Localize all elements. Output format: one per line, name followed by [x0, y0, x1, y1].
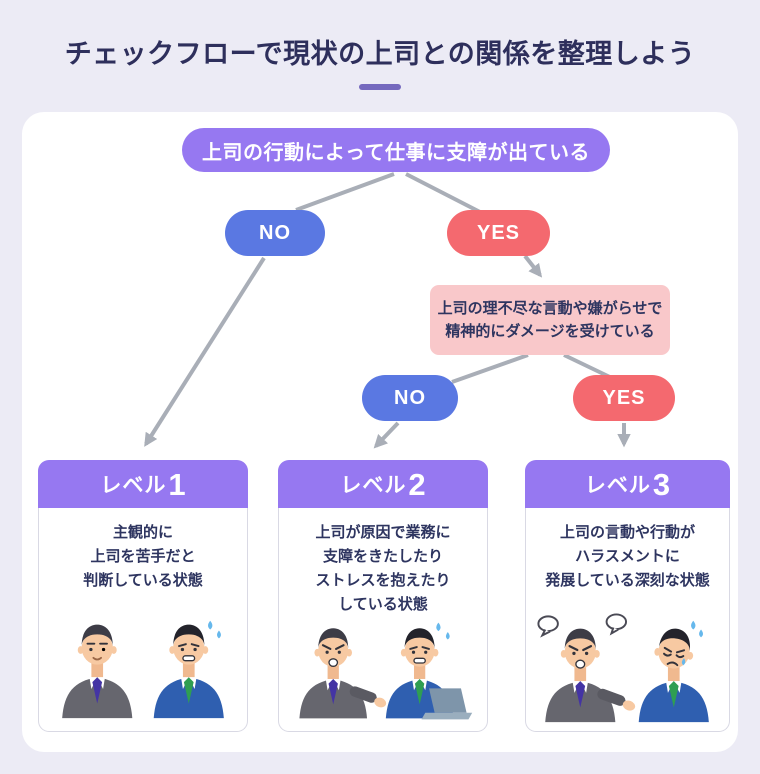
boss-figure	[299, 628, 387, 719]
boss-figure	[62, 624, 133, 719]
boss-figure	[544, 628, 635, 723]
flow-question-root: 上司の行動によって仕事に支障が出ている	[182, 128, 610, 172]
worker-figure	[153, 620, 224, 719]
pointing-arm	[596, 688, 635, 711]
level-3-body: 上司の言動や行動が ハラスメントに 発展している深刻な状態	[525, 508, 730, 732]
answer-yes-2: YES	[573, 375, 675, 421]
sweat-drops-icon	[436, 622, 450, 640]
worker-figure	[638, 620, 709, 723]
answer-no-2: NO	[362, 375, 458, 421]
level-1-number: 1	[168, 466, 186, 502]
boss-yelling-at-crying-worker-illustration	[536, 613, 709, 723]
bowed-head	[653, 628, 693, 669]
level-2-number: 2	[408, 466, 426, 502]
level-1-description: 主観的に 上司を苦手だと 判断している状態	[83, 524, 203, 589]
answer-yes-1: YES	[447, 210, 550, 256]
laptop-icon	[421, 688, 473, 720]
level-2-description: 上司が原因で業務に 支障をきたしたり ストレスを抱えたり している状態	[315, 524, 451, 613]
connector-yes1-to-question2	[523, 254, 543, 278]
flow-question-second: 上司の理不尽な言動や嫌がらせで 精神的にダメージを受けている	[430, 285, 670, 355]
page-title: チェックフローで現状の上司との関係を整理しよう	[64, 39, 696, 69]
connector-no2-to-level2	[373, 421, 400, 449]
level-3-number: 3	[652, 466, 671, 502]
tear-icon	[681, 658, 685, 666]
level-1-body: 主観的に 上司を苦手だと 判断している状態	[38, 508, 248, 732]
level-2-body: 上司が原因で業務に 支障をきたしたり ストレスを抱えたり している状態	[278, 508, 488, 732]
sweat-drops-icon	[208, 620, 221, 639]
connector-root-to-no1	[295, 172, 395, 212]
speech-bubble-icon	[536, 613, 627, 638]
sweat-drops-icon	[690, 620, 703, 638]
pointing-arm	[349, 686, 387, 708]
level-2-label: レベル	[340, 474, 407, 497]
connector-no1-to-level1	[144, 256, 266, 447]
connector-question2-to-no2	[451, 353, 529, 384]
neutral-boss-and-worried-worker-illustration	[62, 620, 224, 719]
connector-root-to-yes1	[405, 172, 481, 214]
level-1-label: レベル	[100, 474, 167, 497]
answer-no-1: NO	[225, 210, 325, 256]
flowchart-panel: 上司の行動によって仕事に支障が出ている NO YES 上司の理不尽な言動や嫌がら…	[22, 112, 738, 752]
level-3-label: レベル	[584, 474, 651, 497]
level-3-description: 上司の言動や行動が ハラスメントに 発展している深刻な状態	[545, 524, 710, 589]
boss-scolding-worker-at-laptop-illustration	[299, 622, 473, 720]
title-accent-dash	[359, 84, 401, 90]
